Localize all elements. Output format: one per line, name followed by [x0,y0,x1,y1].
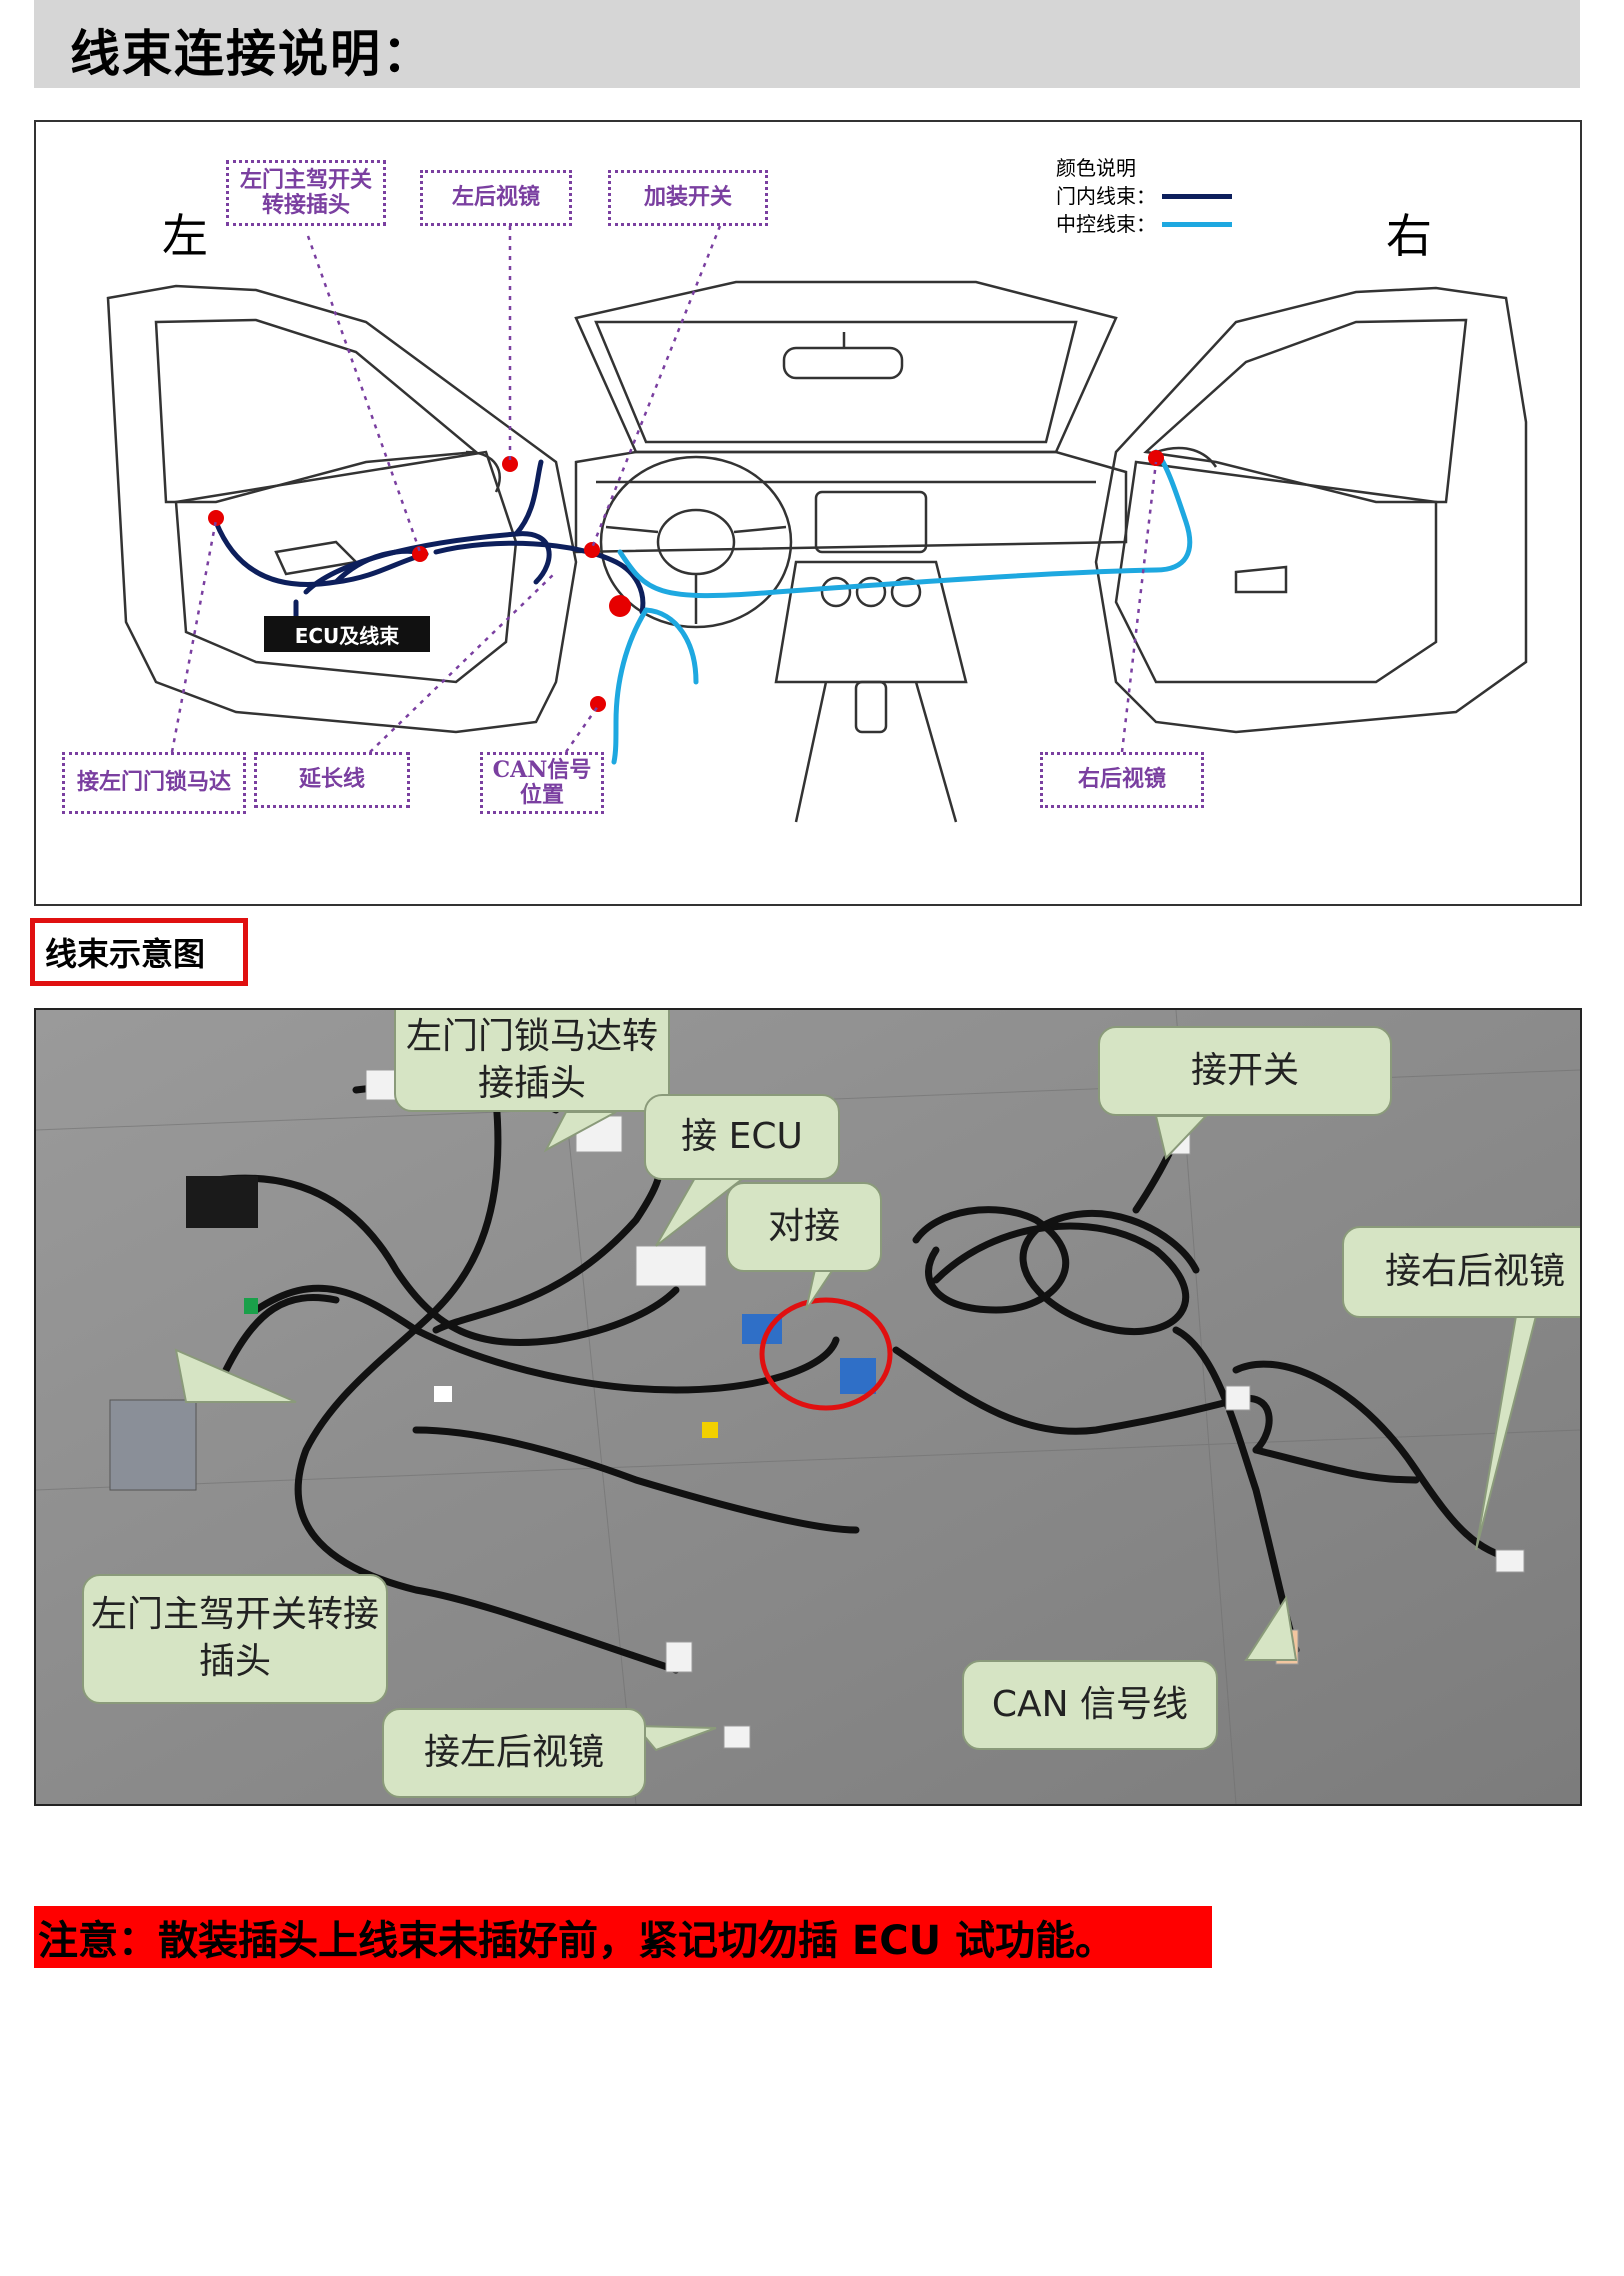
callout-add-switch: 加装开关 [608,170,768,226]
left-side-label: 左 [162,209,208,263]
legend-center-swatch [1162,221,1232,227]
right-side-label: 右 [1386,209,1432,263]
bubble-butt: 对接 [726,1182,882,1272]
bubble-can: CAN 信号线 [962,1660,1218,1750]
bubble-lock-motor: 左门门锁马达转接插头 [394,1010,670,1112]
callout-extension: 延长线 [254,752,410,808]
callout-right-mirror: 右后视镜 [1040,752,1204,808]
callout-left-main-switch: 左门主驾开关转接插头 [226,160,386,226]
legend-door-harness: 门内线束： [1056,184,1156,208]
title-bar: 线束连接说明： [34,0,1580,88]
callout-left-lock-motor: 接左门门锁马达 [62,752,246,814]
bubble-left-mirror: 接左后视镜 [382,1708,646,1798]
page-title: 线束连接说明： [70,25,434,83]
bubble-main-switch: 左门主驾开关转接插头 [82,1574,388,1704]
section-label-harness: 线束示意图 [30,918,248,986]
callout-left-mirror: 左后视镜 [420,170,572,226]
car-interior-drawing [106,225,1528,823]
bubble-ecu: 接 ECU [644,1094,840,1180]
wiring-diagram: 左 右 颜色说明 门内线束： 中控线束： ECU及线束 左门主驾开关转接插头 左… [34,120,1582,906]
bubble-switch: 接开关 [1098,1026,1392,1116]
bubble-right-mirror: 接右后视镜 [1342,1226,1580,1318]
color-legend: 颜色说明 门内线束： 中控线束： [1056,154,1232,238]
warning-banner: 注意：散装插头上线束未插好前，紧记切勿插 ECU 试功能。 [34,1906,1212,1968]
ecu-label: ECU及线束 [264,616,430,652]
callout-can-position: CAN信号位置 [480,752,604,814]
legend-center-harness: 中控线束： [1056,212,1156,236]
legend-title: 颜色说明 [1056,156,1136,180]
legend-door-swatch [1162,193,1232,199]
harness-photo: 左门门锁马达转接插头 接 ECU 对接 接开关 接右后视镜 左门主驾开关转接插头… [34,1008,1582,1806]
